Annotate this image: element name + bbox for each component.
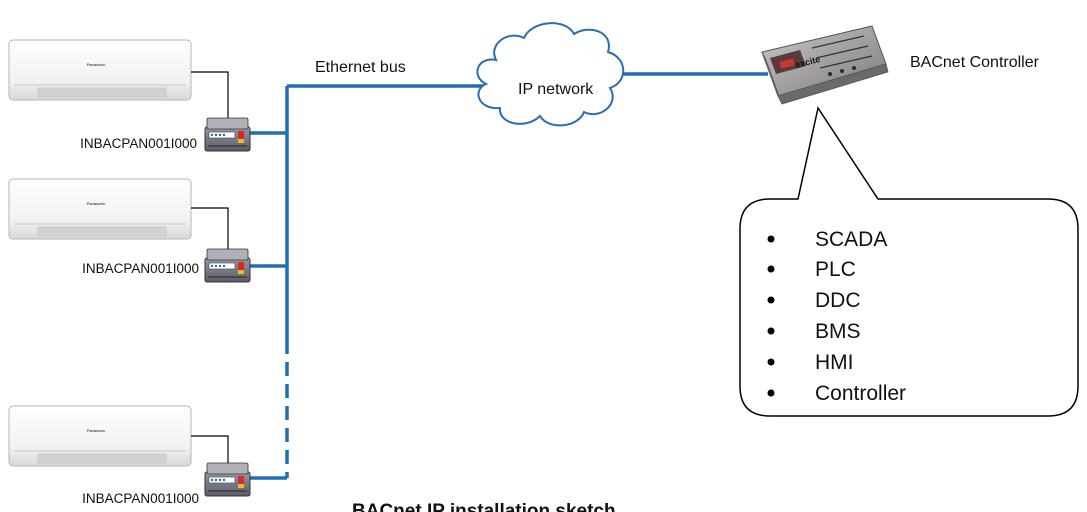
ip-network-cloud <box>476 22 625 127</box>
controller-label: BACnet Controller <box>910 54 1040 71</box>
gateway-device-2 <box>204 248 251 283</box>
ac-brand-2: Panasonic <box>87 201 106 206</box>
gateway-label-1: INBACPAN001I000 <box>80 136 197 151</box>
gateway-device-3 <box>204 462 251 497</box>
list-bullet <box>767 327 775 335</box>
ac-brand-1: Panasonic <box>87 62 106 67</box>
ethernet-bus-label: Ethernet bus <box>315 59 406 76</box>
ac-brand-3: Panasonic <box>87 428 106 433</box>
ac-link-1 <box>191 71 229 122</box>
callout-list: SCADA PLC DDC BMS HMI Controller <box>767 228 906 405</box>
gateway-device-1 <box>204 117 251 152</box>
diagram-title: BACnet IP installation sketch <box>352 501 616 512</box>
list-bullet <box>767 296 775 304</box>
list-item-scada: SCADA <box>815 228 887 251</box>
ip-network-label: IP network <box>518 81 594 98</box>
list-item-ddc: DDC <box>815 289 861 312</box>
callout-bubble <box>739 106 1079 417</box>
list-bullet <box>767 235 775 243</box>
list-item-plc: PLC <box>815 258 856 281</box>
gateway-label-2: INBACPAN001I000 <box>82 261 199 276</box>
ethernet-bus <box>250 72 768 480</box>
list-item-controller: Controller <box>815 382 906 405</box>
gateway-label-3: INBACPAN001I000 <box>82 491 199 506</box>
list-bullet <box>767 358 775 366</box>
list-bullet <box>767 265 775 273</box>
ac-unit-3: Panasonic <box>8 405 192 467</box>
list-item-bms: BMS <box>815 320 861 343</box>
ac-unit-2: Panasonic <box>8 178 192 240</box>
list-bullet <box>767 389 775 397</box>
ac-unit-1: Panasonic <box>8 39 192 101</box>
ac-link-2 <box>191 207 229 255</box>
ac-link-3 <box>191 435 229 468</box>
bacnet-controller-device: excite <box>761 25 889 105</box>
list-item-hmi: HMI <box>815 351 854 374</box>
